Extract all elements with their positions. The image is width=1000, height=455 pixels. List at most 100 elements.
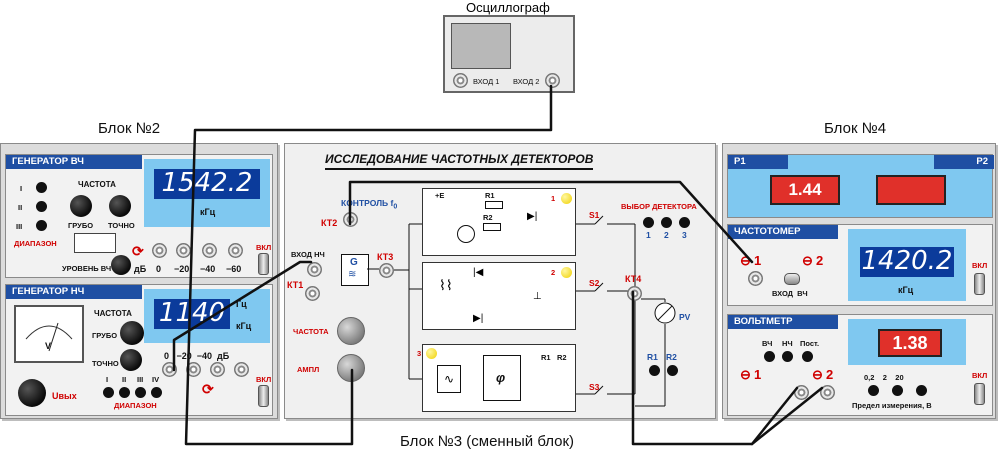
scope-input1-label: ВХОД 1 (473, 77, 500, 86)
detector-select-label: ВЫБОР ДЕТЕКТОРА (621, 202, 697, 211)
freqmeter-panel: ЧАСТОТОМЕР ⊖ 1 ⊖ 2 ВХОД ВЧ 1420.2 кГц ВК… (727, 224, 993, 306)
detector2-number: 2 (551, 268, 556, 277)
lf-on-label: ВКЛ (256, 375, 272, 384)
voltmeter-mode2-label: НЧ (782, 339, 793, 348)
lf-uout-knob[interactable] (18, 379, 46, 407)
lf-att-40-jack[interactable] (210, 362, 225, 377)
lf-range-button-1[interactable] (103, 387, 114, 398)
hf-frequency-display: 1542.2 (154, 169, 260, 199)
detector3-indicator (426, 348, 437, 359)
p1-display: 1.44 (770, 175, 840, 205)
hf-att-20-jack[interactable] (176, 243, 191, 258)
range-label-1: I (20, 184, 23, 193)
r1-select-button[interactable] (649, 365, 660, 376)
voltmeter-range-02-button[interactable] (868, 385, 879, 396)
freqmeter-input-label: ВХОД ВЧ (772, 289, 808, 298)
lf-att-gnd-jack[interactable] (234, 362, 249, 377)
c1-resistor-r2 (483, 223, 501, 231)
detector-select-3-label: 3 (682, 230, 687, 240)
detector-select-2-label: 2 (664, 230, 669, 240)
voltmeter-input2-jack[interactable] (820, 385, 835, 400)
scope-input1-jack[interactable] (453, 73, 468, 88)
c1-r1-label: R1 (485, 191, 495, 200)
block3-label: Блок №3 (сменный блок) (400, 433, 575, 450)
r2-select-button[interactable] (667, 365, 678, 376)
lf-range-button-2[interactable] (119, 387, 130, 398)
hf-freq-label: ЧАСТОТА (78, 180, 116, 189)
gen-hf-title: ГЕНЕРАТОР ВЧ (6, 155, 142, 169)
lf-range-button-3[interactable] (135, 387, 146, 398)
range-button-2[interactable] (36, 201, 47, 212)
detector1-indicator (561, 193, 572, 204)
voltmeter-range-2-button[interactable] (892, 385, 903, 396)
freqmeter-in1-label: 1 (754, 253, 762, 268)
lf-unit-khz: кГц (236, 321, 252, 331)
block2-panel: ГЕНЕРАТОР ВЧ I II III ДИАПАЗОН ЧАСТОТА Г… (0, 143, 278, 419)
block3-panel: ИССЛЕДОВАНИЕ ЧАСТОТНЫХ ДЕТЕКТОРОВ КТ2 КО… (284, 143, 716, 419)
voltmeter-mode1-label: ВЧ (762, 339, 773, 348)
lf-fine-knob[interactable] (120, 349, 142, 371)
voltmeter-power-toggle[interactable] (974, 383, 985, 405)
oscilloscope-title: Осциллограф (466, 0, 550, 15)
freqmeter-in2-icon: ⊖ (802, 253, 813, 268)
lf-fine-label: ТОЧНО (92, 359, 119, 368)
c3-phi-label: φ (496, 370, 506, 385)
detector-select-1[interactable] (643, 217, 654, 228)
hf-coarse-knob[interactable] (70, 195, 92, 217)
r2-select-label: R2 (666, 352, 677, 362)
range-button-1[interactable] (36, 182, 47, 193)
voltmeter-mode3-button[interactable] (802, 351, 813, 362)
c3-r1-label: R1 (541, 353, 551, 362)
lf-range-button-4[interactable] (151, 387, 162, 398)
hf-att-40-jack[interactable] (202, 243, 217, 258)
voltmeter-in1-icon: ⊖ (740, 367, 751, 382)
voltmeter-range-20-button[interactable] (916, 385, 927, 396)
oscilloscope-screen (451, 23, 511, 69)
voltmeter-mode2-button[interactable] (782, 351, 793, 362)
c3-r2-label: R2 (557, 353, 567, 362)
voltmeter-range-title: Предел измерения, В (852, 401, 932, 410)
range-label: ДИАПАЗОН (14, 239, 57, 248)
pv-label: PV (679, 312, 691, 322)
hf-power-toggle[interactable] (258, 253, 269, 275)
lf-att-0-jack[interactable] (162, 362, 177, 377)
freqmeter-in2-label: 2 (816, 253, 824, 268)
range-button-3[interactable] (36, 220, 47, 231)
lf-att-20-jack[interactable] (186, 362, 201, 377)
gen-hf-panel: ГЕНЕРАТОР ВЧ I II III ДИАПАЗОН ЧАСТОТА Г… (5, 154, 273, 278)
detector-select-3[interactable] (679, 217, 690, 228)
lf-power-toggle[interactable] (258, 385, 269, 407)
voltmeter-input1-jack[interactable] (794, 385, 809, 400)
scope-input2-label: ВХОД 2 (513, 77, 540, 86)
hf-att-60-jack[interactable] (228, 243, 243, 258)
freqmeter-power-toggle[interactable] (974, 273, 985, 295)
block2-label: Блок №2 (98, 120, 161, 137)
voltmeter-display: 1.38 (878, 329, 942, 357)
hf-fine-knob[interactable] (109, 195, 131, 217)
s1-label: S1 (589, 210, 600, 220)
voltmeter-ranges-label: 0,2 2 20 (864, 373, 904, 382)
voltmeter-mode1-button[interactable] (764, 351, 775, 362)
p2-display (876, 175, 946, 205)
gen-lf-title: ГЕНЕРАТОР НЧ (6, 285, 142, 299)
detector3-circuit: 3 ∿ φ R1 R2 (417, 344, 576, 412)
hf-level-knob[interactable] (111, 255, 131, 275)
freqmeter-selector-switch[interactable] (784, 273, 800, 285)
lf-uout-label: Uвых (52, 391, 77, 401)
c2-capacitor-icon: ⊥ (533, 291, 542, 302)
freqmeter-input-jack[interactable] (748, 271, 763, 286)
scope-input2-jack[interactable] (545, 73, 560, 88)
hf-att-0-jack[interactable] (152, 243, 167, 258)
freqmeter-title: ЧАСТОТОМЕР (728, 225, 838, 239)
voltmeter-on-label: ВКЛ (972, 371, 988, 380)
freqmeter-on-label: ВКЛ (972, 261, 988, 270)
detector2-circuit: ⌇⌇ |◀ ▶| ⊥ 2 (422, 262, 576, 330)
voltmeter-title: ВОЛЬТМЕТР (728, 315, 838, 329)
kt4-jack[interactable] (627, 286, 642, 301)
lf-output-icon: ⟳ (202, 381, 214, 397)
voltmeter-in1-label: 1 (754, 367, 762, 382)
c2-diode-bottom-icon: ▶| (473, 313, 484, 324)
lf-att-label: 0 −20 −40 дБ (164, 351, 230, 361)
lf-coarse-knob[interactable] (120, 321, 144, 345)
detector-select-2[interactable] (661, 217, 672, 228)
